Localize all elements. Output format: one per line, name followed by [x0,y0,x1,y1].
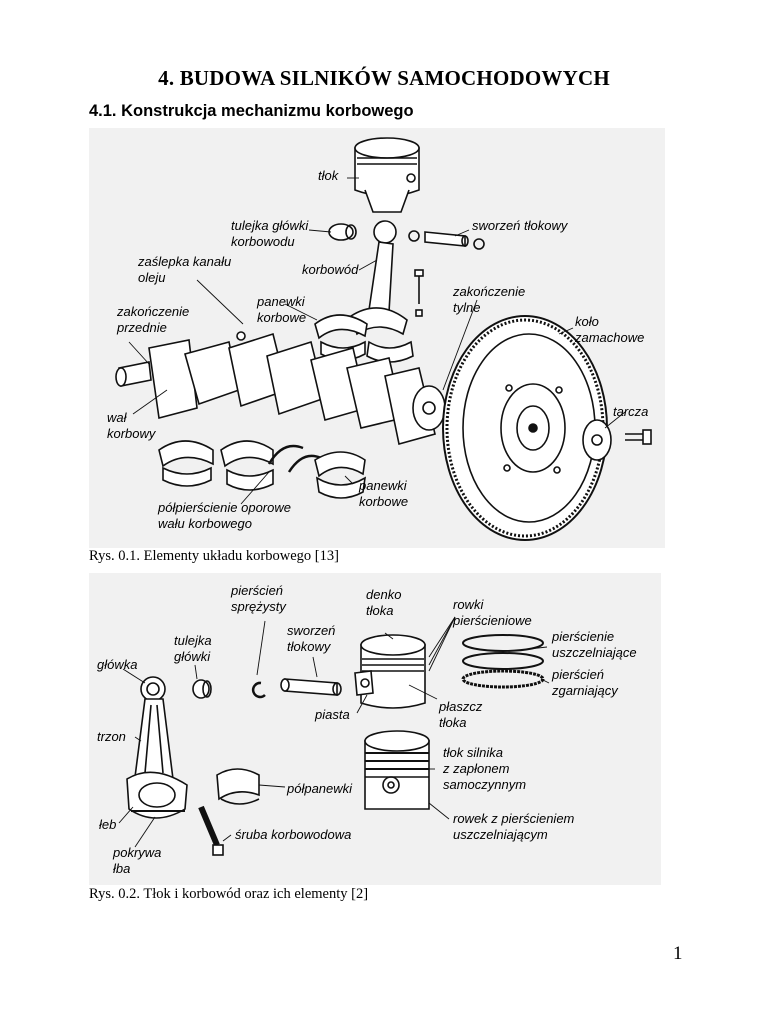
piston-conrod-drawing [118,616,550,856]
bearing-shells-bottom-drawing [158,440,367,499]
label-pokrywa-lba: pokrywa łba [113,845,162,876]
half-bearings-bolt-drawing [198,768,260,856]
disc-bolt-drawing [582,419,652,461]
label-zakonczenie-tylne: zakończenie tylne [453,284,526,315]
label-zaslepka-kanalu-oleju: zaślepka kanału oleju [138,254,232,285]
label-wal-korbowy: wał korbowy [107,410,156,441]
label-plaszcz-tloka: płaszcz tłoka [439,699,483,730]
figure-piston-conrod: pierścień sprężysty denko tłoka rowki pi… [89,573,661,885]
label-tarcza: tarcza [613,404,649,419]
chapter-title: 4. BUDOWA SILNIKÓW SAMOCHODOWYCH [158,66,610,90]
label-tulejka-glowki: tulejka główki [174,633,212,664]
figure2-leader-lines [118,616,550,848]
label-kolo-zamachowe: koło zamachowe [575,314,645,345]
label-polpierscienie-oporowe: półpierścienie oporowe wału korbowego [158,500,291,531]
piston-top-drawing [354,634,426,709]
label-sworzen-tlokowy: sworzeń tłokowy [472,218,568,233]
label-glowka: główka [97,657,138,672]
crank-mechanism-drawing [115,137,652,541]
label-tlok: tłok [318,168,339,183]
figure-crank-mechanism: tłok tulejka główki korbowodu sworzeń tł… [89,128,665,548]
figure1-caption: Rys. 0.1. Elementy układu korbowego [13] [89,548,339,564]
label-rowek-z-pierscieniem: rowek z pierścieniem uszczelniającym [453,811,575,842]
label-panewki-korbowe-top: panewki korbowe [257,294,307,325]
label-leb: łeb [99,817,117,832]
label-polpanewki: półpanewki [287,781,353,796]
conrod-drawing [350,220,424,363]
label-pierscienie-uszczelniajace: pierścienie uszczelniające [552,629,637,660]
figure1-leader-lines [128,177,626,505]
page-number: 1 [673,943,683,964]
flywheel-drawing [442,315,608,541]
label-sworzen-tlokowy-2: sworzeń tłokowy [287,623,336,654]
label-piasta: piasta [315,707,350,722]
rings-drawing [461,634,545,689]
small-parts-drawing [192,678,342,699]
label-tlok-silnika: tłok silnika z zapłonem samoczynnym [443,745,527,792]
label-denko-tloka: denko tłoka [366,587,402,618]
label-rowki-pierscieniowe: rowki pierścieniowe [453,597,532,628]
piston-drawing [354,137,420,213]
label-trzon: trzon [97,729,126,744]
bushing-pin-drawing [328,223,485,250]
label-pierscien-zgarniajacy: pierścień zgarniający [552,667,618,698]
figure2-caption: Rys. 0.2. Tłok i korbowód oraz ich eleme… [89,886,369,902]
label-pierscien-sprezysty: pierścień sprężysty [231,583,286,614]
label-sruba-korbowodowa: śruba korbowodowa [235,827,352,842]
section-title: 4.1. Konstrukcja mechanizmu korbowego [89,102,414,120]
crankshaft-drawing [115,331,446,445]
piston-bottom-drawing [364,730,430,810]
conrod2-drawing [126,676,188,819]
label-tulejka-glowki-korbowodu: tulejka główki korbowodu [231,218,309,249]
label-panewki-korbowe-bottom: panewki korbowe [359,478,409,509]
label-korbowod: korbowód [302,262,359,277]
label-zakonczenie-przednie: zakończenie przednie [117,304,190,335]
